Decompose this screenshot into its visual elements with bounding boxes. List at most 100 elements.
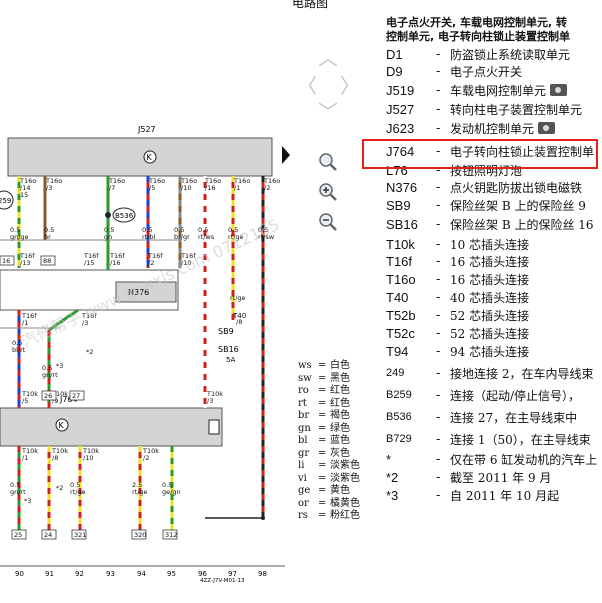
panel-header-line1: 电子点火开关, 车载电网控制单元, 转: [386, 16, 568, 29]
separator-dash: -: [436, 163, 441, 177]
connector-259-label: 259: [0, 197, 11, 205]
module-j527-label: J527: [137, 125, 156, 134]
legend-entry: ro=红色: [298, 385, 360, 398]
chevron-right-icon[interactable]: 〉: [340, 74, 360, 98]
separator-dash: -: [436, 452, 441, 466]
zoom-out-icon[interactable]: [318, 212, 338, 232]
component-code: SB16: [386, 216, 418, 232]
component-row[interactable]: D9-电子点火开关: [386, 62, 522, 80]
component-row[interactable]: D1-防盗锁止系统读取单元: [386, 45, 570, 63]
legend-abbr: li: [298, 460, 305, 471]
separator-dash: -: [436, 217, 441, 231]
legend-equals: =: [318, 410, 327, 421]
component-row[interactable]: B536-连接 27，在主导线束中: [386, 408, 577, 426]
search-icon[interactable]: [318, 152, 338, 172]
component-row[interactable]: 249-接地连接 2，在车内导线束: [386, 364, 593, 382]
component-description: 16 芯插头连接: [450, 272, 530, 287]
t16o-pin-label: T16o/1: [233, 177, 250, 192]
component-row[interactable]: T52b-52 芯插头连接: [386, 306, 529, 324]
panel-header-line2: 控制单元, 电子转向柱锁止装置控制单: [386, 30, 571, 43]
legend-entry: or=橘黄色: [298, 498, 360, 511]
chevron-left-icon[interactable]: 〈: [297, 74, 317, 98]
wire-ref-26-frame: [41, 390, 57, 401]
component-description: 截至 2011 年 9 月: [450, 470, 552, 485]
component-code: T10k: [386, 236, 415, 252]
component-row[interactable]: T16f-16 芯插头连接: [386, 252, 529, 270]
component-description: 连接 1（50），在主导线束: [450, 432, 591, 447]
component-row[interactable]: T16o-16 芯插头连接: [386, 270, 529, 288]
component-code: J519: [386, 82, 415, 98]
component-code: SB9: [386, 197, 411, 213]
component-code: T52b: [386, 307, 416, 323]
component-row[interactable]: *3-自 2011 年 10 月起: [386, 486, 559, 504]
camera-icon[interactable]: [550, 84, 568, 96]
component-row[interactable]: T10k-10 芯插头连接: [386, 235, 529, 253]
t16o-pin-label: T16o/3: [45, 177, 62, 192]
component-row[interactable]: SB16 -保险丝架 B 上的保险丝 16: [386, 215, 594, 233]
legend-equals: =: [318, 385, 327, 396]
column-number: 94: [137, 570, 146, 578]
separator-dash: -: [436, 344, 441, 358]
component-description: 接地连接 2，在车内导线束: [450, 366, 594, 381]
legend-equals: =: [318, 485, 327, 496]
component-row[interactable]: J623-发动机控制单元: [386, 119, 556, 137]
chevron-up-icon[interactable]: ︿: [318, 46, 338, 70]
component-row[interactable]: *2-截至 2011 年 9 月: [386, 468, 551, 486]
component-description: 保险丝架 B 上的保险丝 16: [450, 217, 594, 232]
component-row[interactable]: J527-转向柱电子装置控制单元: [386, 100, 582, 118]
component-row[interactable]: B729-连接 1（50），在主导线束: [386, 430, 591, 448]
component-row[interactable]: T94 -94 芯插头连接: [386, 342, 529, 360]
component-code: J623: [386, 120, 415, 136]
separator-dash: -: [436, 410, 441, 424]
legend-color-name: 红色: [330, 385, 350, 396]
component-row[interactable]: J764-电子转向柱锁止装置控制单: [386, 142, 594, 160]
legend-equals: =: [318, 447, 327, 459]
separator-dash: -: [436, 290, 441, 304]
component-row[interactable]: SB9-保险丝架 B 上的保险丝 9: [386, 196, 586, 214]
legend-equals: =: [318, 472, 327, 484]
separator-dash: -: [436, 121, 441, 135]
component-code: D9: [386, 63, 403, 79]
wiring-diagram[interactable]: J527 K J764 K N376: [0, 0, 285, 603]
collapse-arrow-icon[interactable]: [282, 146, 290, 164]
component-row[interactable]: N376-点火钥匙防拔出锁电磁铁: [386, 178, 582, 196]
legend-entry: bl=蓝色: [298, 435, 360, 448]
component-code: T94: [386, 343, 409, 359]
component-row[interactable]: *-仅在带 6 缸发动机的汽车上: [386, 450, 597, 468]
camera-icon[interactable]: [538, 122, 556, 134]
legend-equals: =: [318, 360, 327, 371]
t16f-pin-label: T16f/2: [147, 252, 163, 267]
legend-color-name: 淡紫色: [330, 472, 360, 484]
component-description: 防盗锁止系统读取单元: [450, 47, 571, 62]
legend-color-name: 粉红色: [330, 510, 360, 521]
wire-ref-bottom-frame: [131, 529, 147, 540]
component-row[interactable]: B259-连接（起动/停止信号），: [386, 386, 580, 404]
separator-dash: -: [436, 83, 441, 97]
chevron-down-icon[interactable]: ﹀: [318, 100, 338, 124]
wire-ref-bottom: 320: [134, 531, 146, 539]
separator-dash: -: [436, 144, 441, 158]
component-row[interactable]: T40-40 芯插头连接: [386, 288, 529, 306]
t16o-pin-label: T16o/2: [263, 177, 280, 192]
legend-equals: =: [318, 510, 327, 521]
ground-symbol: K: [147, 153, 153, 162]
wire-ref-88-frame: [40, 255, 56, 266]
component-code: B259: [386, 389, 412, 401]
component-row[interactable]: T52c-52 芯插头连接: [386, 324, 529, 342]
legend-entry: gn=绿色: [298, 423, 360, 436]
component-row[interactable]: J519-车载电网控制单元: [386, 81, 568, 99]
component-description: 94 芯插头连接: [450, 344, 530, 359]
column-number: 92: [75, 570, 84, 578]
component-description: 连接 27，在主导线束中: [450, 410, 578, 425]
zoom-in-icon[interactable]: [318, 182, 338, 202]
component-code: T40: [386, 289, 409, 305]
legend-entry: ge=黄色: [298, 485, 360, 498]
legend-equals: =: [318, 372, 327, 384]
t16f-pin-label: T16f/16: [109, 252, 125, 267]
